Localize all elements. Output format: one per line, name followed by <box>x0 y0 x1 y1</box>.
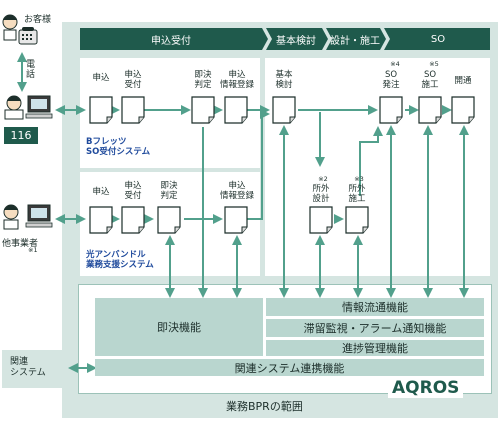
function-linkage: 関連システム連携機能 <box>95 359 484 376</box>
phase-label: SO <box>430 33 446 45</box>
doc-label: 申込 受付 <box>124 70 142 90</box>
doc-label: 申込 情報登録 <box>219 70 254 90</box>
customer-label: お客様 <box>24 15 52 25</box>
function-monitoring: 滞留監視・アラーム通知機能 <box>266 319 484 337</box>
footnote-mark: ※3 <box>354 175 364 183</box>
bflets-system-label: Bフレッツ SO受付システム <box>86 137 151 157</box>
related-system-label: 関連 システム <box>10 357 46 378</box>
doc-label: 申込 情報登録 <box>219 181 254 201</box>
doc-label: 申込 <box>92 73 110 83</box>
footnote-mark: ※2 <box>318 175 328 183</box>
computer-icon <box>25 95 53 119</box>
related-system-box <box>2 350 68 388</box>
doc-label: 申込 受付 <box>124 181 142 201</box>
hikari-system-label: 光アンバンドル 業務支援システム <box>86 250 154 270</box>
bpr-scope-label: 業務BPRの範囲 <box>226 400 303 413</box>
phase-label: 基本検討 <box>276 35 316 47</box>
design-panel <box>265 58 490 276</box>
telephone-icon <box>18 27 38 45</box>
function-sokketsu: 即決機能 <box>95 298 263 356</box>
doc-label: 所外 施工 <box>348 184 366 204</box>
aqros-brand: AQROS <box>388 378 464 398</box>
doc-label: 所外 設計 <box>312 184 330 204</box>
phase-label: 設計・施工 <box>330 35 380 47</box>
operator-icon <box>4 95 24 120</box>
computer-icon <box>25 204 53 228</box>
footnote-mark: ※5 <box>429 60 439 68</box>
phase-label: 申込受付 <box>151 35 191 47</box>
function-progress: 進捗管理機能 <box>266 340 484 356</box>
other-operator-icon <box>3 204 19 230</box>
doc-label: SO 発注 <box>382 70 400 90</box>
doc-label: 基本 検討 <box>275 70 293 90</box>
footnote-mark: ※1 <box>28 246 38 254</box>
doc-label: SO 施工 <box>421 70 439 90</box>
doc-label: 開通 <box>454 76 472 86</box>
doc-label: 申込 <box>92 187 110 197</box>
footnote-mark: ※4 <box>390 60 400 68</box>
customer-icon <box>2 14 18 41</box>
other-operator-label: 他事業者 <box>2 239 39 249</box>
center-number-badge: 116 <box>4 127 38 144</box>
function-info-flow: 情報流通機能 <box>266 298 484 316</box>
doc-label: 即決 判定 <box>194 70 212 90</box>
doc-label: 即決 判定 <box>160 181 178 201</box>
phone-label: 電話 <box>26 60 36 80</box>
